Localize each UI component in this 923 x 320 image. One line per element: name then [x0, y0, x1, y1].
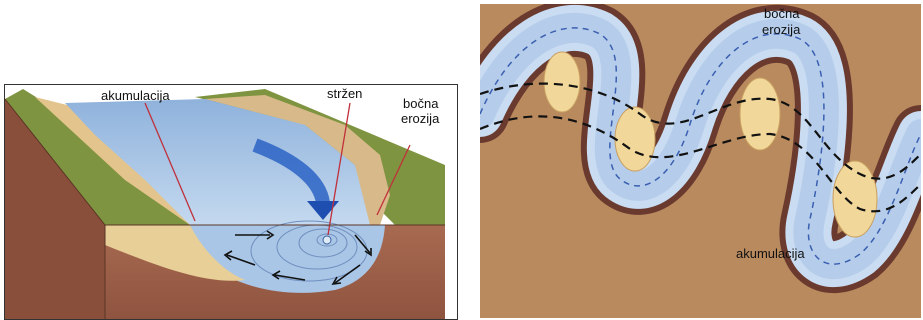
- point-bar-1: [544, 52, 580, 112]
- label-akumulacija-right: akumulacija: [736, 247, 805, 261]
- label-bocna-right: bočna: [764, 7, 799, 21]
- point-bar-3: [740, 78, 780, 150]
- meander-plan-diagram: bočna erozija akumulacija: [480, 4, 921, 318]
- cross-section-drawing: [5, 85, 457, 319]
- label-erozija: erozija: [401, 112, 439, 126]
- point-bar-4: [833, 161, 877, 237]
- label-strzen: stržen: [327, 87, 362, 101]
- meander-drawing: [480, 4, 921, 318]
- strzen-point: [323, 236, 331, 244]
- label-erozija-right: erozija: [762, 23, 800, 37]
- label-bocna: bočna: [403, 97, 438, 111]
- point-bar-2: [615, 107, 655, 171]
- river-cross-section-diagram: akumulacija stržen bočna erozija: [4, 84, 458, 320]
- label-akumulacija: akumulacija: [101, 89, 170, 103]
